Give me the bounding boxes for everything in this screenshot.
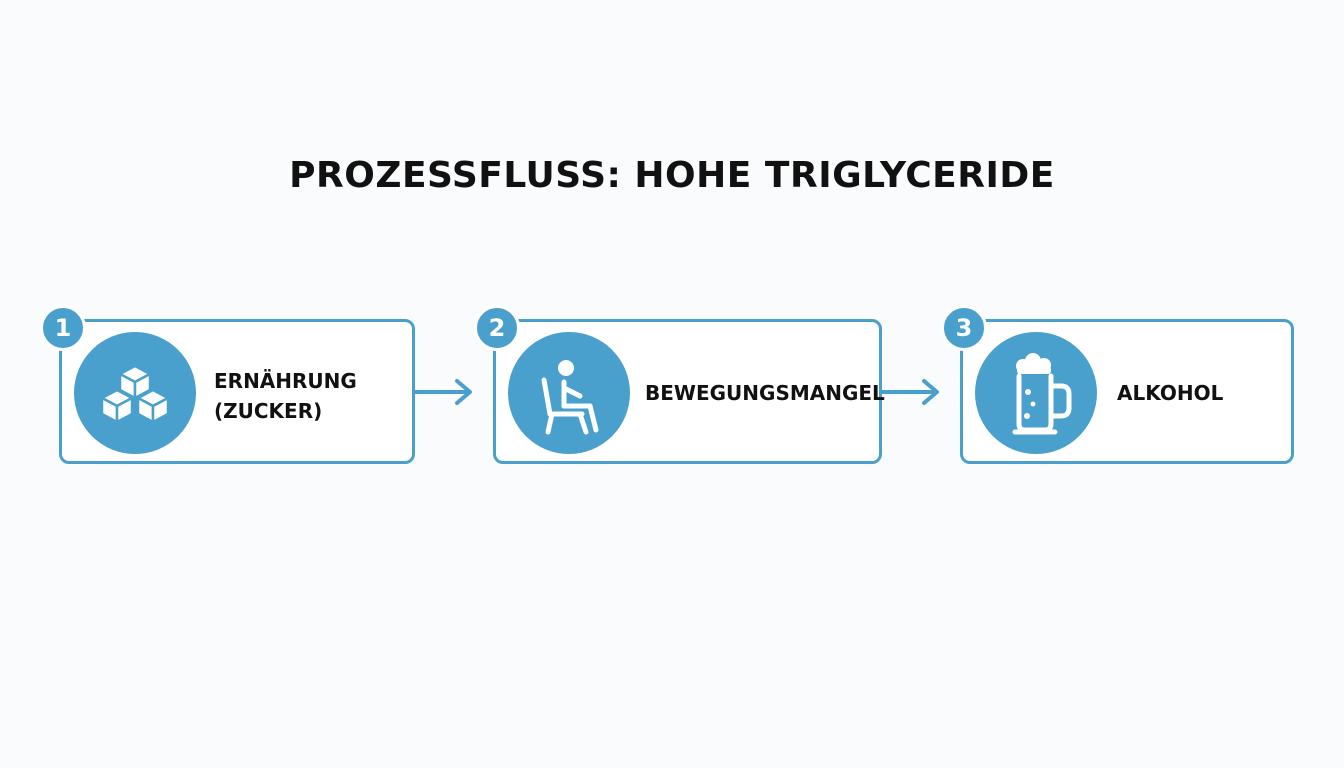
step-1-number-badge: 1 — [40, 305, 86, 351]
arrow-right-icon — [415, 379, 472, 405]
page-title: PROZESSFLUSS: HOHE TRIGLYCERIDE — [289, 155, 1055, 196]
step-1-label: ERNÄHRUNG (ZUCKER) — [214, 366, 357, 426]
sugar-cubes-icon — [100, 364, 170, 424]
step-1-box: ERNÄHRUNG (ZUCKER) — [59, 319, 415, 464]
step-2-label: BEWEGUNGSMANGEL — [645, 378, 885, 408]
step-3-label-line1: ALKOHOL — [1117, 381, 1224, 405]
step-2-label-line1: BEWEGUNGSMANGEL — [645, 381, 885, 405]
step-1-label-line2: (ZUCKER) — [214, 399, 323, 423]
step-3-number-badge: 3 — [941, 305, 987, 351]
step-2-box: BEWEGUNGSMANGEL — [493, 319, 885, 464]
step-3-label: ALKOHOL — [1117, 378, 1223, 408]
step-2-number-badge: 2 — [474, 305, 520, 351]
beer-mug-icon — [1012, 353, 1072, 435]
step-1-label-line1: ERNÄHRUNG — [214, 369, 357, 393]
step-3-icon-circle — [975, 332, 1097, 454]
step-3-box: ALKOHOL — [960, 319, 1294, 464]
step-2-icon-circle — [508, 332, 630, 454]
sitting-person-icon — [541, 360, 599, 435]
arrow-right-icon — [882, 379, 939, 405]
step-1-icon-circle — [74, 332, 196, 454]
